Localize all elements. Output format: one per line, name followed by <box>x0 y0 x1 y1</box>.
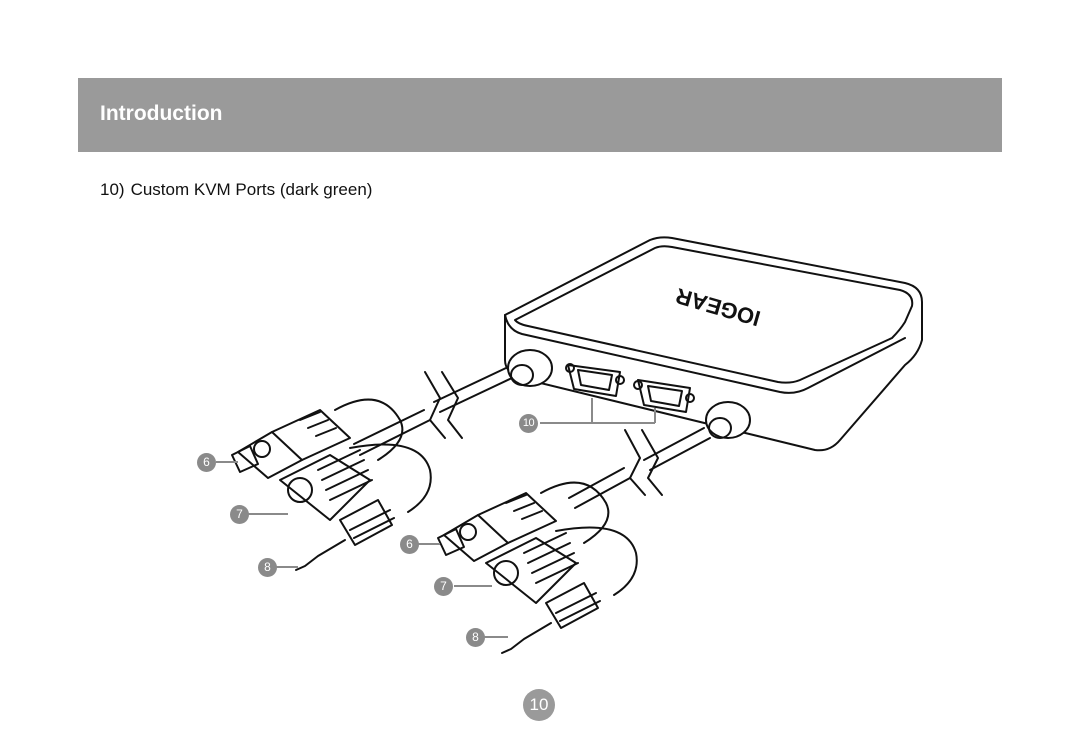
item-description: 10) Custom KVM Ports (dark green) <box>100 180 372 200</box>
usb-connector-2 <box>437 481 610 562</box>
section-header-bar: Introduction <box>78 78 1002 152</box>
cable-collar-right <box>705 401 751 439</box>
section-title: Introduction <box>100 102 223 125</box>
vga-port-1 <box>565 363 625 397</box>
cable-left <box>433 367 513 413</box>
ps2-connector-1 <box>279 443 432 521</box>
audio-connector-1 <box>295 499 395 571</box>
audio-connector-2 <box>501 582 601 654</box>
callout-audio-1: 8 <box>258 558 277 577</box>
vga-port-2 <box>633 379 695 413</box>
ps2-connector-2 <box>485 526 638 604</box>
callout-ports: 10 <box>519 414 538 433</box>
callout-ps2-2: 7 <box>434 577 453 596</box>
item-text: Custom KVM Ports (dark green) <box>130 180 373 199</box>
callout-audio-2: 8 <box>466 628 485 647</box>
item-number: 10) <box>100 180 125 199</box>
break-mark-right <box>624 429 663 496</box>
usb-connector-1 <box>231 398 404 479</box>
cable-collar-left <box>507 349 553 387</box>
cable-right <box>643 427 711 471</box>
break-mark-left <box>424 371 463 439</box>
callout-ps2-1: 7 <box>230 505 249 524</box>
kvm-switch-box: IOGEAR <box>504 236 923 452</box>
callout-usb-1: 6 <box>197 453 216 472</box>
page-number: 10 <box>523 689 555 721</box>
callout-usb-2: 6 <box>400 535 419 554</box>
